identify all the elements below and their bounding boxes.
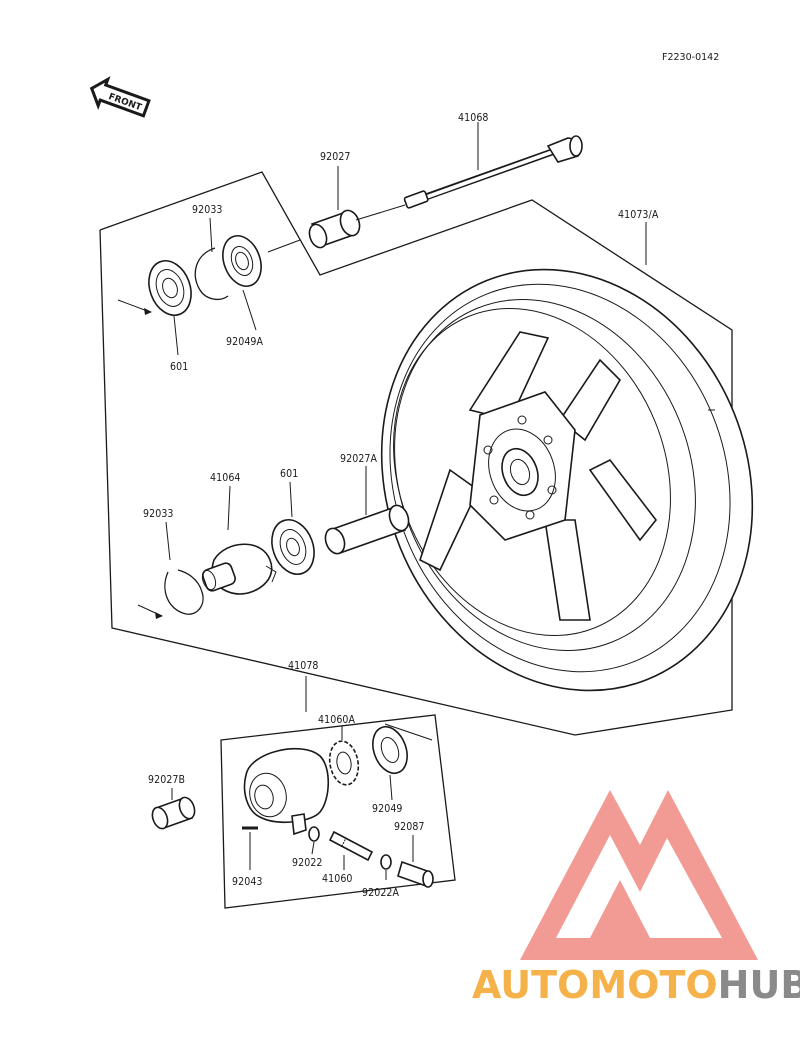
pinion-41060	[328, 830, 374, 870]
gearbox-assembly-outline	[220, 714, 456, 909]
pin-92043	[242, 826, 258, 870]
oil-seal-92049A	[222, 235, 262, 331]
callout-92043: 92043	[232, 876, 263, 888]
callout-41073A: 41073/A	[618, 209, 659, 221]
spacer-92027	[267, 166, 406, 253]
figure-code: F2230-0142	[662, 52, 719, 63]
oil-seal-92049	[372, 723, 433, 801]
watermark-part1: AUTOMOTO	[472, 963, 718, 1007]
wheel-41073A	[380, 222, 754, 692]
gear-retainer-41064	[201, 485, 277, 595]
callout-41060A: 41060A	[318, 714, 356, 726]
watermark-brand: AUTOMOTOHUB	[472, 963, 800, 1007]
callout-92022A: 92022A	[362, 887, 400, 899]
callout-41068: 41068	[458, 112, 489, 124]
axle-41068	[403, 122, 583, 209]
watermark-part2: HUB	[718, 963, 800, 1007]
washer-92022	[308, 826, 320, 855]
callout-92022: 92022	[292, 857, 323, 869]
front-direction-badge: FRONT	[89, 76, 151, 118]
circlip-92033-top	[194, 217, 229, 301]
circlip-92033-mid	[137, 521, 204, 619]
callout-41078: 41078	[288, 660, 319, 672]
gear-41060A	[328, 726, 360, 786]
bushing-92087	[397, 835, 434, 888]
callout-92027: 92027	[320, 151, 351, 163]
callout-92049: 92049	[372, 803, 403, 815]
callout-92033-top: 92033	[192, 204, 223, 216]
callout-92027A: 92027A	[340, 453, 378, 465]
callout-601-top: 601	[170, 361, 188, 373]
wheel-assembly-outline	[99, 171, 733, 736]
callout-92087: 92087	[394, 821, 425, 833]
callout-92049A: 92049A	[226, 336, 264, 348]
automotohub-logo	[520, 790, 758, 960]
callout-41064: 41064	[210, 472, 241, 484]
callout-92033-mid: 92033	[143, 508, 174, 520]
bearing-601-top	[117, 260, 192, 356]
callout-41060: 41060	[322, 873, 353, 885]
bearing-601-mid	[271, 481, 315, 575]
spacer-92027B	[151, 788, 196, 830]
gearbox-housing	[243, 748, 330, 836]
spacer-92027A	[324, 466, 410, 555]
callout-92027B: 92027B	[148, 774, 185, 786]
washer-92022A	[380, 854, 392, 880]
callout-601-mid: 601	[280, 468, 298, 480]
